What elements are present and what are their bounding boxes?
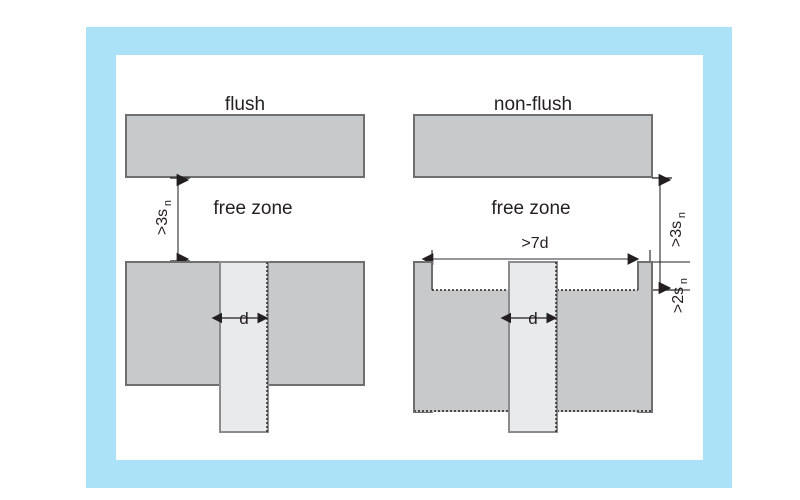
flush-distance-label-group: >3s n bbox=[154, 200, 174, 235]
non-flush-clearance-subscript: n bbox=[678, 278, 690, 284]
non-flush-diagram: non-flush free zone >3s n >2s n >7d bbox=[413, 94, 690, 433]
non-flush-target-block bbox=[413, 114, 653, 178]
non-flush-body-left bbox=[414, 290, 509, 412]
flush-title: flush bbox=[225, 94, 265, 115]
non-flush-body-right bbox=[557, 290, 652, 412]
flush-target-block bbox=[125, 114, 365, 178]
non-flush-diameter-label: d bbox=[528, 309, 537, 328]
non-flush-distance-label: >3s bbox=[668, 221, 685, 247]
non-flush-clearance-label: >2s bbox=[670, 287, 687, 313]
flush-diagram: flush free zone >3s n d bbox=[125, 94, 365, 433]
non-flush-distance-label-group: >3s n bbox=[668, 212, 688, 247]
flush-mount-block-right bbox=[267, 261, 365, 386]
flush-sensor-body bbox=[219, 261, 269, 433]
flush-diameter-label: d bbox=[239, 309, 248, 328]
non-flush-width-label: >7d bbox=[521, 235, 548, 252]
flush-distance-label: >3s bbox=[154, 209, 171, 235]
non-flush-title: non-flush bbox=[494, 94, 572, 115]
flush-distance-subscript: n bbox=[162, 200, 174, 206]
flush-mount-block-left bbox=[125, 261, 221, 386]
non-flush-clearance-label-group: >2s n bbox=[670, 278, 690, 313]
flush-free-zone-label: free zone bbox=[213, 198, 292, 219]
non-flush-distance-subscript: n bbox=[676, 212, 688, 218]
non-flush-sensor-body bbox=[508, 261, 558, 433]
non-flush-free-zone-label: free zone bbox=[491, 198, 570, 219]
